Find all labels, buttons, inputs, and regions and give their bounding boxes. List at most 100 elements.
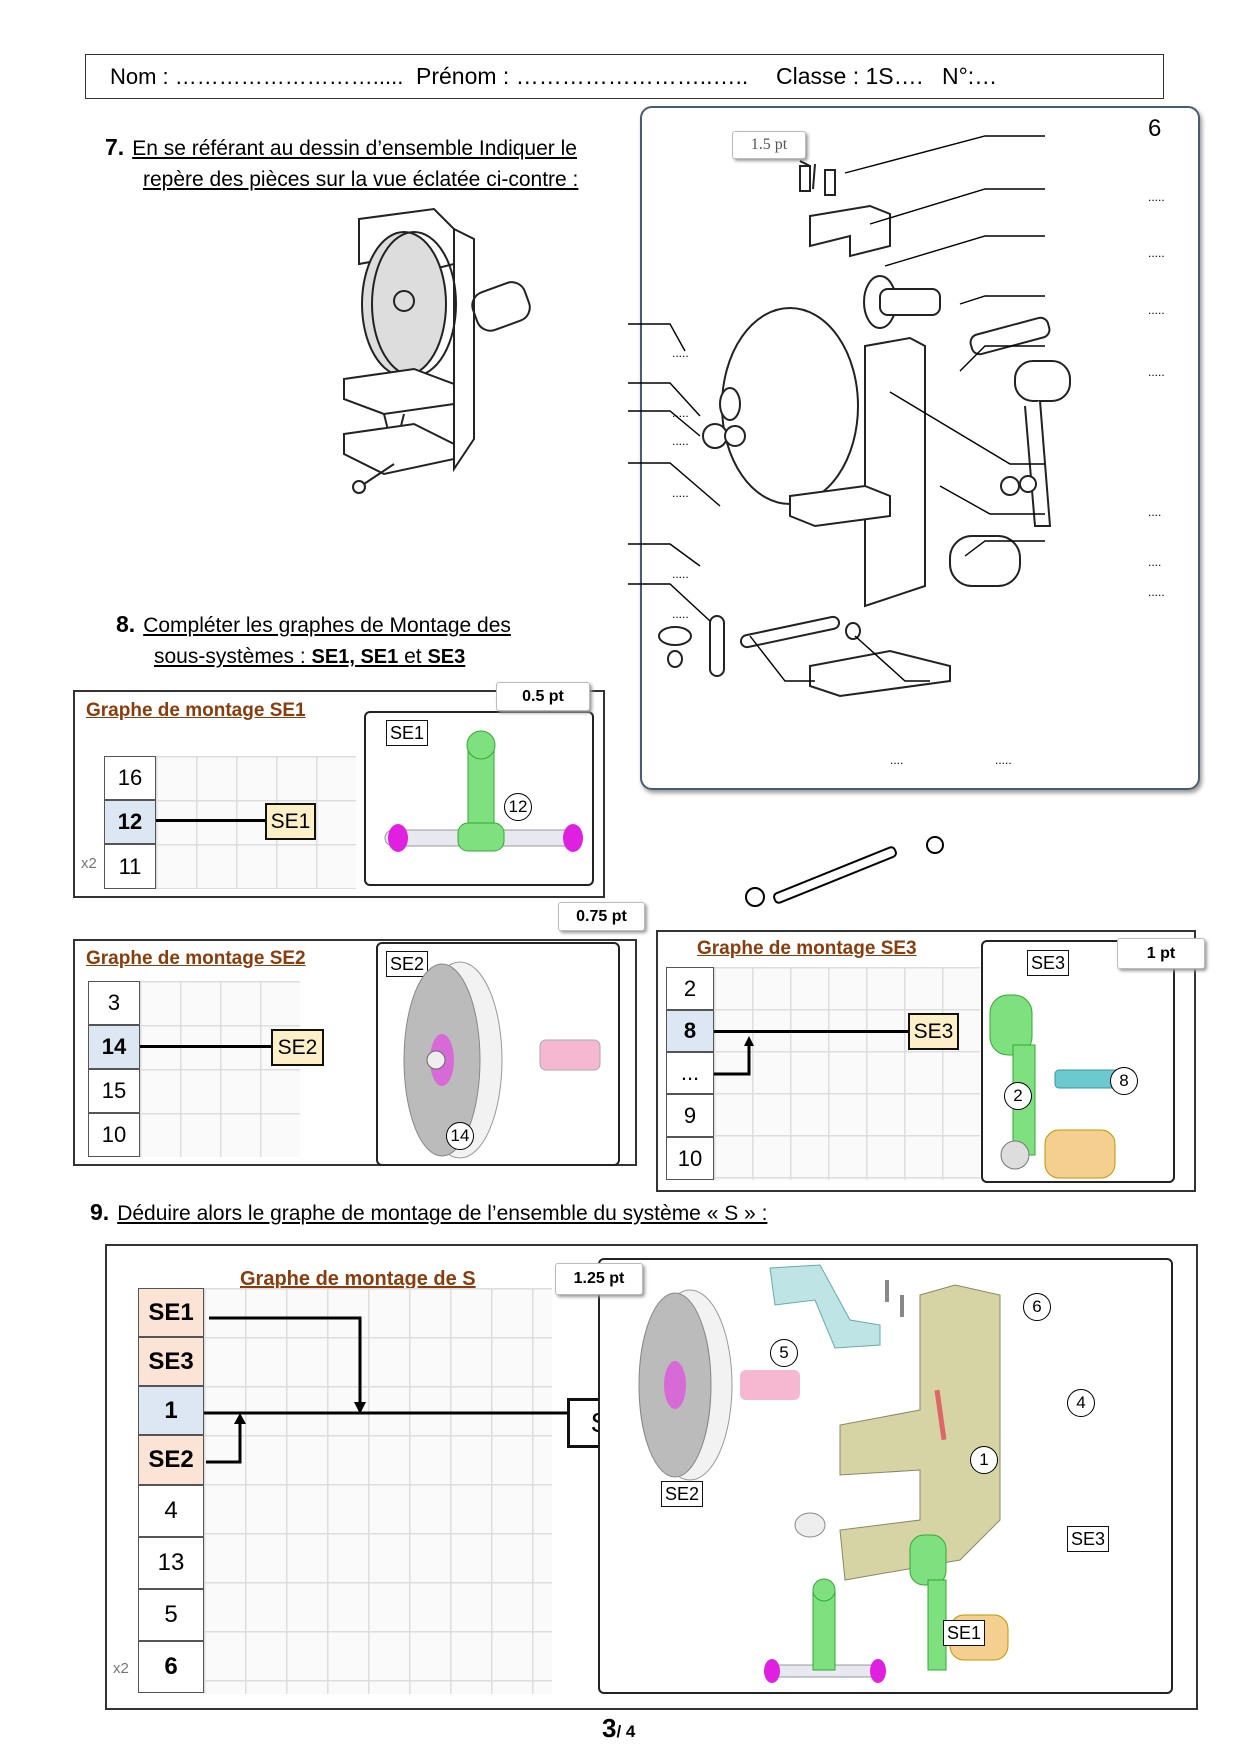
se2-part-illustration xyxy=(403,961,601,1159)
current-page: 3 xyxy=(602,1713,617,1743)
s-row: 6 xyxy=(138,1641,204,1693)
se3-result-box: SE3 xyxy=(908,1013,959,1050)
se2-grid xyxy=(140,981,300,1157)
se1-result-box: SE1 xyxy=(265,803,316,840)
exploded-view-panel xyxy=(640,106,1200,790)
prenom-field[interactable]: Prénom : ……………………..….. xyxy=(416,63,749,89)
se1-part-illustration xyxy=(384,730,583,852)
points-badge: 1.5 pt xyxy=(732,131,806,159)
question-9: 9. Déduire alors le graphe de montage de … xyxy=(90,1197,767,1229)
assembly-line xyxy=(156,819,266,822)
question-text: et xyxy=(398,645,428,668)
s-row: 4 xyxy=(138,1485,204,1537)
nom-field[interactable]: Nom : ………………………..... xyxy=(110,63,404,89)
callout-label[interactable]: ..... xyxy=(995,753,1012,767)
se1-image-label: SE1 xyxy=(386,720,429,746)
part-callout: 5 xyxy=(770,1339,798,1367)
total-pages: / 4 xyxy=(616,1722,636,1741)
part-callout: 14 xyxy=(446,1122,474,1150)
se3-row-missing[interactable]: ... xyxy=(666,1052,714,1094)
se3-grid xyxy=(714,967,980,1180)
se1-grid xyxy=(156,756,356,889)
assembly-line xyxy=(140,1045,272,1048)
points-badge: 0.5 pt xyxy=(496,682,590,711)
question-text: Compléter les graphes de Montage des xyxy=(143,614,511,637)
callout-label[interactable]: .... xyxy=(1148,505,1162,519)
question-7: 7. En se référant au dessin d’ensemble In… xyxy=(105,132,578,195)
callout-label: 6 xyxy=(1148,115,1162,142)
se1-title: Graphe de montage SE1 xyxy=(86,700,306,721)
s-row-subassembly: SE2 xyxy=(138,1435,204,1485)
numero-field[interactable]: N°:… xyxy=(942,63,998,89)
se2-image-label: SE2 xyxy=(386,951,429,977)
question-text: repère des pièces sur la vue éclatée ci-… xyxy=(143,168,579,191)
callout-label[interactable]: ..... xyxy=(1148,190,1165,204)
callout-label[interactable]: ..... xyxy=(672,406,689,420)
s-parts-illustration xyxy=(638,1264,1009,1683)
se3-row: 9 xyxy=(666,1094,714,1137)
question-text: En se référant au dessin d’ensemble Indi… xyxy=(132,137,577,160)
quantity-label: x2 xyxy=(81,855,97,872)
question-text: SE1, SE1 xyxy=(311,646,399,668)
callout-label[interactable]: ..... xyxy=(672,346,689,360)
question-number: 7. xyxy=(105,134,125,160)
se1-row: 11 xyxy=(104,844,156,889)
points-badge: 0.75 pt xyxy=(558,902,645,931)
question-8: 8.Compléter les graphes de Montage des s… xyxy=(116,609,511,673)
s-row-base: 1 xyxy=(138,1386,204,1435)
s-image-label: SE3 xyxy=(1067,1526,1110,1552)
callout-label[interactable]: ..... xyxy=(672,486,689,500)
se3-image-label: SE3 xyxy=(1027,950,1070,976)
s-assembly-lines xyxy=(204,1316,568,1464)
s-image-label: SE2 xyxy=(661,1481,704,1507)
se2-row: 15 xyxy=(88,1069,140,1113)
se2-result-box: SE2 xyxy=(271,1029,324,1066)
s-row: 5 xyxy=(138,1589,204,1641)
part-callout: 2 xyxy=(1004,1082,1032,1110)
part-callout: 1 xyxy=(970,1446,998,1474)
callout-label[interactable]: .... xyxy=(1148,555,1162,569)
se3-title: Graphe de montage SE3 xyxy=(697,938,917,959)
se3-row-base: 8 xyxy=(666,1010,714,1052)
callout-label[interactable]: ..... xyxy=(1148,585,1165,599)
exploded-view-drawing xyxy=(628,135,1071,698)
arrow-icon xyxy=(714,1036,754,1076)
assembly-drawing xyxy=(343,207,531,494)
callout-label[interactable]: ..... xyxy=(1148,246,1165,260)
assembly-line xyxy=(714,1030,908,1033)
part-callout: 4 xyxy=(1067,1389,1095,1417)
part-callout: 12 xyxy=(504,793,532,821)
part-callout: 6 xyxy=(1023,1293,1051,1321)
s-row-subassembly: SE1 xyxy=(138,1288,204,1337)
points-badge: 1.25 pt xyxy=(555,1263,643,1295)
callout-label[interactable]: .... xyxy=(890,753,904,767)
callout-label[interactable]: ..... xyxy=(1148,303,1165,317)
se2-title: Graphe de montage SE2 xyxy=(86,948,306,969)
callout-label[interactable]: ..... xyxy=(672,567,689,581)
classe-field[interactable]: Classe : 1S…. xyxy=(776,63,923,89)
s-image-label: SE1 xyxy=(943,1620,986,1646)
pin-parts-illustration xyxy=(745,836,944,907)
se3-row: 2 xyxy=(666,967,714,1010)
s-grid xyxy=(204,1288,552,1694)
se2-row: 3 xyxy=(88,981,140,1025)
callout-label[interactable]: ..... xyxy=(1148,365,1165,379)
se2-row-base: 14 xyxy=(88,1025,140,1069)
callout-label[interactable]: ..... xyxy=(672,434,689,448)
points-badge: 1 pt xyxy=(1117,938,1205,969)
s-title: Graphe de montage de S xyxy=(240,1268,476,1290)
question-number: 8. xyxy=(116,611,136,637)
quantity-label: x2 xyxy=(113,1660,129,1677)
s-row: 13 xyxy=(138,1537,204,1589)
s-row-subassembly: SE3 xyxy=(138,1337,204,1386)
callout-label[interactable]: ..... xyxy=(672,607,689,621)
se3-row: 10 xyxy=(666,1137,714,1180)
question-text: SE3 xyxy=(427,646,466,668)
se2-row: 10 xyxy=(88,1113,140,1157)
se1-row-base: 12 xyxy=(104,800,156,844)
question-text: Déduire alors le graphe de montage de l’… xyxy=(117,1202,768,1225)
part-callout: 8 xyxy=(1110,1067,1138,1095)
question-number: 9. xyxy=(90,1199,110,1225)
student-info-header: Nom : ………………………..... Prénom : ……………………..… xyxy=(85,54,1164,99)
page-number: 3/ 4 xyxy=(602,1713,635,1744)
